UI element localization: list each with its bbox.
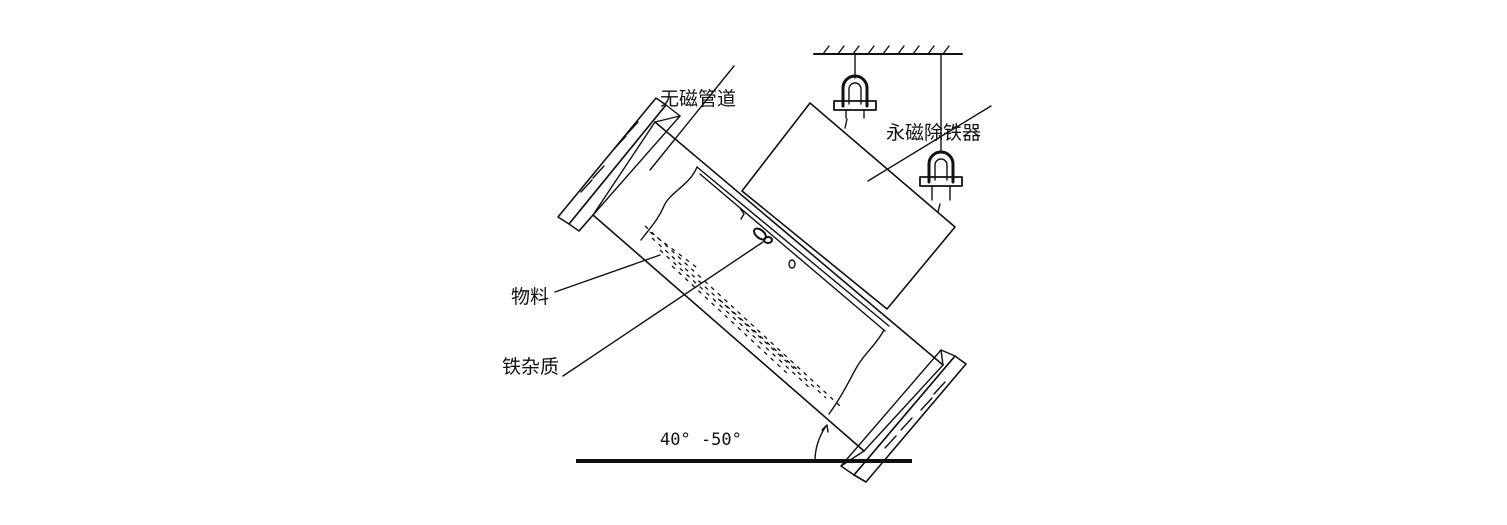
ceiling-support [813, 45, 963, 55]
lifting-shackle-left [833, 74, 877, 119]
label-material: 物料 [511, 286, 549, 308]
leader-magnet [867, 105, 992, 182]
pipe-flange-upper [557, 97, 681, 232]
label-nonmagnetic-pipe: 无磁管道 [660, 88, 736, 110]
label-iron-impurities: 铁杂质 [502, 356, 559, 378]
permanent-magnet-box [741, 102, 956, 310]
iron-impurities [739, 207, 796, 269]
label-permanent-magnet-separator: 永磁除铁器 [886, 122, 981, 144]
leader-nonmagnetic-pipe [649, 65, 735, 171]
lifting-shackle-right [919, 150, 963, 201]
material-particles [644, 225, 841, 407]
angle-arc [814, 425, 827, 462]
leader-material [554, 254, 661, 293]
leader-iron-impurities [562, 241, 764, 377]
nonmagnetic-pipe [592, 121, 944, 452]
label-angle-range: 40° -50° [660, 430, 742, 450]
pipe-flange-lower [840, 349, 967, 483]
